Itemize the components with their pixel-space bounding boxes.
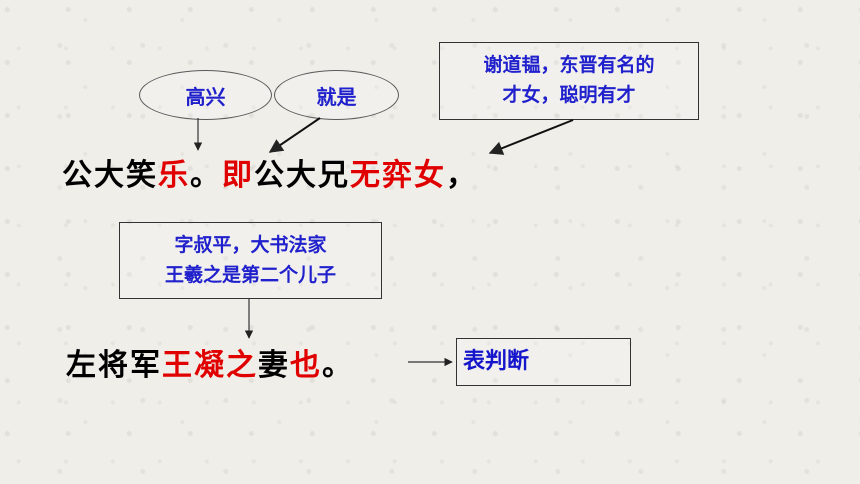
- annotation-box-panduan: 表判断: [456, 338, 631, 386]
- arrow-jiushi-to-ji: [268, 117, 321, 153]
- sentence-2-part: 左将军: [66, 348, 162, 383]
- sentence-1-punct: 。: [190, 158, 222, 193]
- annotation-bubble-gaoxing: 高兴: [139, 70, 272, 120]
- word-wuyi-nv: 无弈女: [350, 158, 446, 193]
- annotation-bubble-jiushi: 就是: [274, 70, 399, 120]
- arrow-xie-to-nv: [488, 119, 574, 155]
- sentence-1-punct: ，: [446, 158, 478, 193]
- annotation-box-wang-ningzhi: 字叔平，大书法家 王羲之是第二个儿子: [119, 222, 382, 299]
- annotation-jiushi-text: 就是: [316, 84, 357, 109]
- annotation-xie-line1: 谢道韫，东晋有名的: [483, 54, 655, 76]
- annotation-gaoxing-text: 高兴: [185, 84, 226, 109]
- sentence-2-part: 妻: [258, 348, 290, 383]
- word-ji: 即: [222, 158, 254, 193]
- annotation-zi-line1: 字叔平，大书法家: [174, 234, 327, 256]
- annotation-box-xie-daoyun: 谢道韫，东晋有名的 才女，聪明有才: [439, 42, 699, 120]
- annotation-zi-line2: 王羲之是第二个儿子: [164, 264, 336, 286]
- sentence-1-part: 公大兄: [254, 158, 350, 193]
- annotation-xie-line2: 才女，聪明有才: [502, 84, 636, 106]
- annotation-panduan-text: 表判断: [463, 348, 530, 374]
- word-ye: 也: [290, 348, 322, 383]
- sentence-1: 公大笑乐。即公大兄无弈女，: [62, 150, 478, 194]
- word-wang-ningzhi: 王凝之: [162, 348, 258, 383]
- word-le: 乐: [158, 158, 190, 193]
- sentence-2-punct: 。: [322, 348, 354, 383]
- sentence-1-part: 公大笑: [62, 158, 158, 193]
- sentence-2: 左将军王凝之妻也。: [66, 340, 354, 384]
